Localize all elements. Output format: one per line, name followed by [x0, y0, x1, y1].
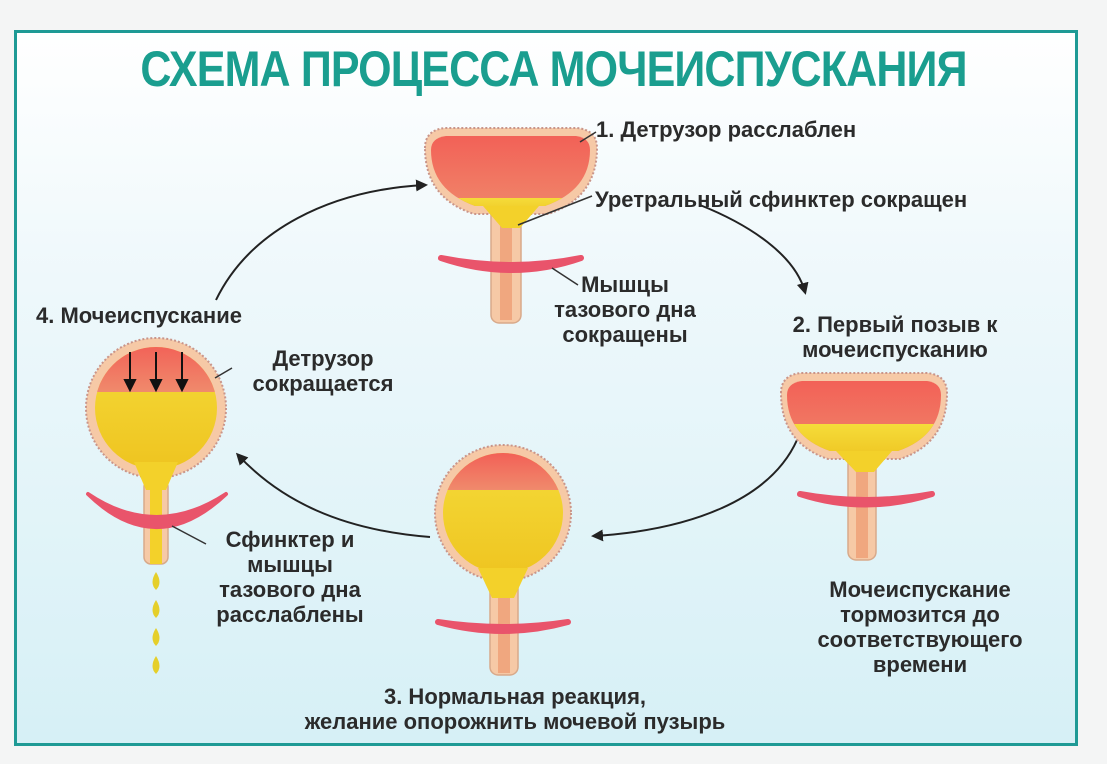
pelvic-floor-2 — [797, 491, 935, 508]
bladder-stage-3 — [434, 444, 572, 676]
arrow-2-to-3 — [591, 439, 798, 542]
urination-inhibited-note: Мочеиспускание тормозится до соответству… — [817, 577, 1023, 677]
leader-pelvic-floor-1 — [551, 267, 579, 286]
sphincter-relaxed-label: Сфинктер и мышцы тазового дна расслаблен… — [216, 527, 364, 627]
pelvic-floor-contracted-label: Мышцы тазового дна сокращены — [554, 272, 696, 347]
leader-detrusor-relaxed — [579, 131, 597, 143]
leader-detrusor-contracts — [214, 367, 233, 379]
leader-relaxed — [171, 525, 207, 545]
stage-3-heading: 3. Нормальная реакция, желание опорожнит… — [304, 684, 726, 734]
stage-1-heading: 1. Детрузор расслаблен — [596, 117, 857, 142]
urine-drops — [152, 572, 160, 674]
arrow-3-to-4 — [235, 452, 431, 538]
pelvic-floor-4 — [86, 492, 228, 529]
detrusor-contracts-label: Детрузор сокращается — [252, 346, 394, 396]
pelvic-floor-1 — [438, 255, 584, 273]
arrow-1-to-2 — [699, 204, 809, 295]
pelvic-floor-3 — [435, 619, 571, 634]
page-title: СХЕМА ПРОЦЕССА МОЧЕИСПУСКАНИЯ — [140, 41, 967, 97]
leader-urethral-sphincter — [517, 195, 593, 226]
stage-4-heading: 4. Мочеиспускание — [36, 303, 242, 328]
urethral-sphincter-label: Уретральный сфинктер сокращен — [595, 187, 968, 212]
contraction-arrows — [123, 352, 189, 393]
bladder-stage-1 — [423, 127, 599, 324]
stage-2-heading: 2. Первый позыв к мочеиспусканию — [792, 312, 998, 362]
arrow-4-to-1 — [215, 179, 428, 301]
bladder-stage-2 — [779, 372, 949, 561]
bladder-stage-4 — [85, 337, 228, 674]
